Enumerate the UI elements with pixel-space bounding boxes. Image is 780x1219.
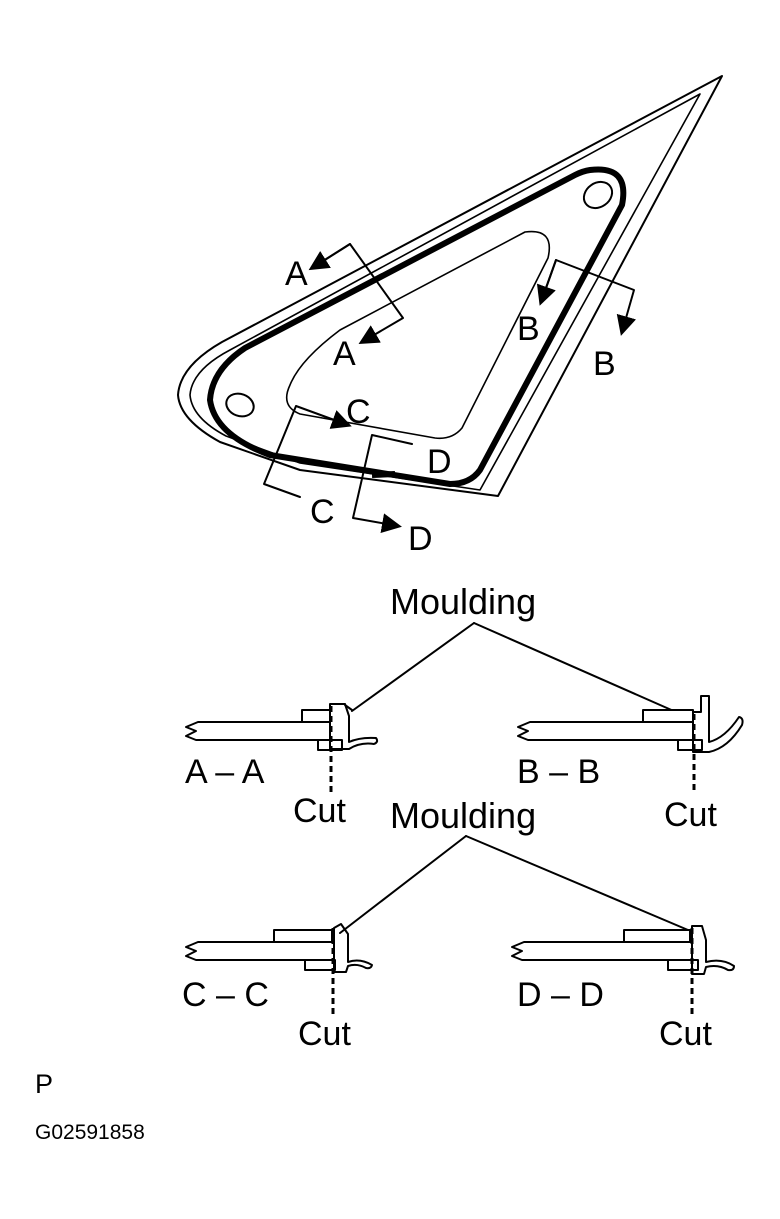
label-a-inner: A xyxy=(333,335,356,373)
glass-mark xyxy=(371,471,396,478)
label-b-outer: B xyxy=(593,345,616,383)
figure-reference: G02591858 xyxy=(35,1121,145,1144)
glass-inner-edge xyxy=(189,93,701,491)
section-dd-detail: D – D Cut xyxy=(511,925,735,1053)
section-cc-detail: C – C Cut xyxy=(182,923,373,1053)
moulding-leader-aa xyxy=(351,622,475,712)
moulding-bead-line xyxy=(207,166,627,487)
corner-code: P xyxy=(35,1069,53,1099)
mounting-hole-upper xyxy=(582,180,614,210)
label-d-inner: D xyxy=(427,443,452,481)
moulding-label-top: Moulding xyxy=(390,581,536,622)
quarter-window-glass xyxy=(177,75,723,497)
section-cut-a: A A xyxy=(285,243,404,373)
section-dd-label: D – D xyxy=(517,976,604,1014)
label-b-inner: B xyxy=(517,310,540,348)
glass-outer-edge xyxy=(177,75,723,497)
section-bb-label: B – B xyxy=(517,753,600,791)
section-cut-c: C C xyxy=(263,393,371,531)
section-dd-cut-label: Cut xyxy=(659,1015,712,1053)
section-aa-cut-label: Cut xyxy=(293,792,346,830)
section-cc-label: C – C xyxy=(182,976,269,1014)
label-d-outer: D xyxy=(408,520,433,558)
label-c-outer: C xyxy=(310,493,335,531)
section-cc-cut-label: Cut xyxy=(298,1015,351,1053)
moulding-leader-bb xyxy=(473,622,677,713)
glass-inner-opening xyxy=(285,230,550,440)
moulding-leader-dd xyxy=(465,835,689,931)
label-a-outer: A xyxy=(285,255,308,293)
label-c-inner: C xyxy=(346,393,371,431)
section-bb-cut-label: Cut xyxy=(664,796,717,834)
moulding-label-bottom: Moulding xyxy=(390,795,536,836)
section-cut-b: B B xyxy=(517,259,637,383)
section-aa-detail: A – A Cut xyxy=(185,703,379,830)
section-cut-d: D D xyxy=(352,434,452,558)
moulding-leader-cc xyxy=(339,835,467,934)
mounting-hole-lower xyxy=(225,392,255,418)
section-bb-detail: B – B Cut xyxy=(517,695,744,834)
section-aa-label: A – A xyxy=(185,753,265,791)
